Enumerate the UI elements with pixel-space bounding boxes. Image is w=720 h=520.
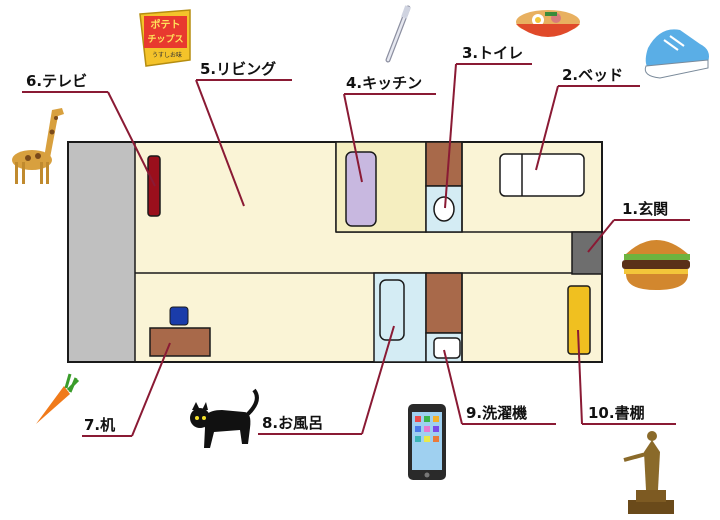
label-bath: 8.お風呂 <box>262 414 323 432</box>
label-bed: 2.ベッド <box>562 66 623 84</box>
label-washer: 9.洗濯機 <box>466 404 527 422</box>
label-living: 5.リビング <box>200 60 276 78</box>
bed <box>499 153 585 197</box>
ramen-icon <box>516 10 580 39</box>
balcony <box>69 143 135 361</box>
carrot-icon <box>36 373 80 424</box>
bathtub <box>379 279 405 341</box>
desk <box>149 327 211 357</box>
washer-cabinet <box>425 272 463 334</box>
chips-line1: ポテト <box>151 18 181 31</box>
hamburger-icon <box>622 240 690 290</box>
leader-lines <box>22 63 690 437</box>
potato-chips-icon: ポテト チップス うすしお味 <box>139 9 191 67</box>
statue-icon <box>623 431 674 514</box>
toilet-bowl <box>433 196 455 222</box>
label-entrance: 1.玄関 <box>622 200 668 218</box>
toothbrush-icon <box>385 5 411 63</box>
label-tv: 6.テレビ <box>26 72 87 90</box>
label-desk: 7.机 <box>84 416 115 434</box>
label-bookshelf: 10.書棚 <box>588 404 645 422</box>
label-kitchen: 4.キッチン <box>346 74 422 92</box>
chips-line2: チップス <box>147 33 183 45</box>
entrance-floor <box>571 231 603 275</box>
label-toilet: 3.トイレ <box>462 44 523 62</box>
sneaker-icon <box>644 29 709 79</box>
washing-machine <box>433 337 461 359</box>
kitchen-sink <box>345 151 377 227</box>
floor-plan <box>67 141 603 363</box>
black-cat-icon <box>190 388 259 448</box>
chips-line3: うすしお味 <box>152 51 182 59</box>
smartphone-icon <box>408 404 446 480</box>
giraffe-icon <box>12 108 64 184</box>
toilet-cabinet <box>425 141 463 187</box>
chair <box>169 306 189 326</box>
